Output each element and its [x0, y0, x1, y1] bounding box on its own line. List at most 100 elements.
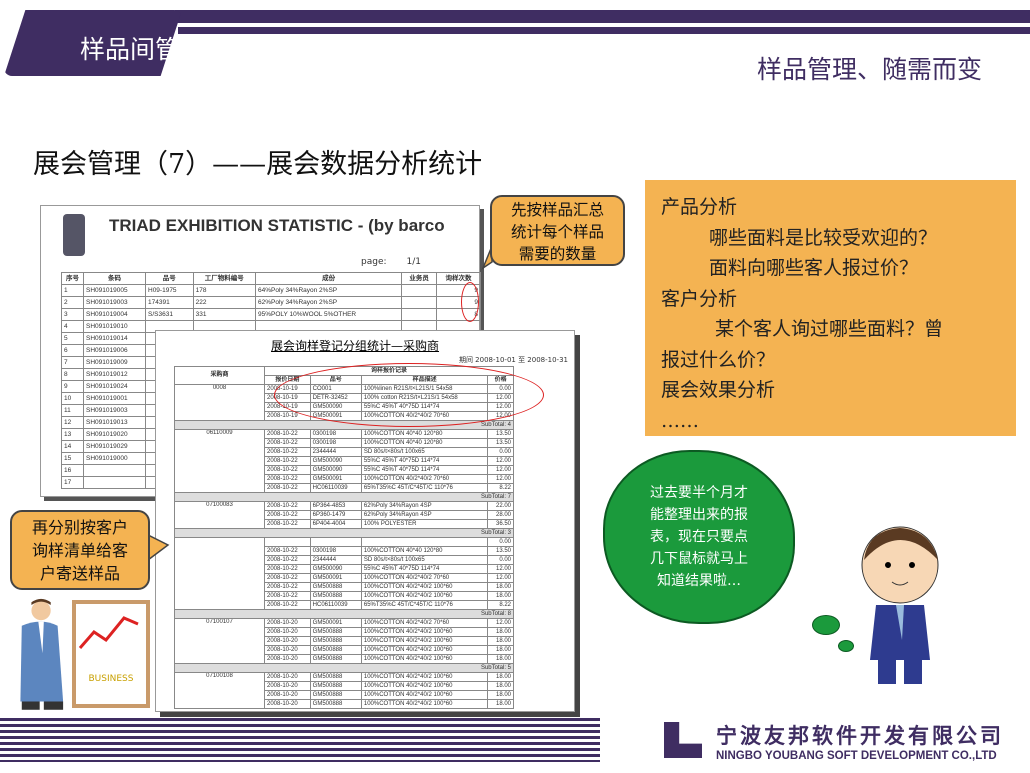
highlight-oval: [274, 363, 544, 427]
table-cell: 100%COTTON 40/2*40/2 70*60: [360, 474, 489, 484]
board-label: BUSINESS: [88, 674, 134, 684]
thought-bubble: [812, 615, 840, 635]
table-cell: 8.22: [487, 483, 514, 493]
table-cell: 62%Poly 34%Rayon 4SP: [360, 510, 489, 520]
table-cell: 100%COTTON 40/2*40/2 100*60: [360, 627, 489, 637]
table-cell: GM500888: [309, 627, 362, 637]
table-cell: [401, 308, 437, 321]
table-cell: 18.00: [487, 636, 514, 646]
analysis-item: 某个客人询过哪些面料？曾: [715, 318, 944, 340]
table-cell: 18.00: [487, 681, 514, 691]
thought-bubble: [838, 640, 854, 652]
table-cell: [83, 464, 146, 477]
chart-up-icon: [78, 616, 139, 649]
page-indicator: page: 1/1: [361, 257, 421, 267]
table-cell: SH091019010: [83, 320, 146, 333]
column-header: 工厂物料编号: [192, 272, 256, 285]
table-cell: [83, 476, 146, 489]
table-cell: GM500888: [309, 636, 362, 646]
column-header: 序号: [61, 272, 84, 285]
column-header: 采购商: [174, 366, 265, 385]
cloud-line: 能整理出来的报: [650, 507, 748, 523]
subtotal-row: SubTotal: 3: [174, 528, 514, 538]
table-cell: 100%COTTON 40/2*40/2 100*60: [360, 681, 489, 691]
header-line: [178, 27, 1030, 34]
table-cell: 12.00: [487, 474, 514, 484]
table-cell: SH091019003: [83, 404, 146, 417]
table-cell: SH091019029: [83, 440, 146, 453]
table-cell: SH091019000: [83, 452, 146, 465]
table-cell: GM500090: [309, 465, 362, 475]
businessman-icon: [20, 598, 64, 710]
table-cell: 64%Poly 34%Rayon 2%SP: [254, 284, 403, 297]
table-cell: 9: [61, 380, 84, 393]
analysis-ellipsis: ……: [661, 409, 699, 432]
cloud-line: 几下鼠标就马上: [650, 551, 748, 567]
table-cell: 2008-10-22: [264, 447, 311, 457]
table-cell: 12.00: [487, 618, 514, 628]
table-cell: 100%COTTON 40/2*40/2 70*60: [360, 618, 489, 628]
table-cell: 6P364-4853: [309, 501, 362, 511]
table-cell: 2008-10-22: [264, 555, 311, 565]
table-cell: 100%COTTON 40/2*40/2 100*60: [360, 591, 489, 601]
table-cell: 331: [192, 308, 256, 321]
table-cell: 18.00: [487, 582, 514, 592]
table-cell: 100%COTTON 40/2*40/2 100*60: [360, 699, 489, 709]
table-cell: 18.00: [487, 672, 514, 682]
subtotal-cell: SubTotal: 3: [174, 528, 514, 538]
table-cell: 100%COTTON 40*40 120*80: [360, 546, 489, 556]
table-cell: 18.00: [487, 645, 514, 655]
document-title: TRIAD EXHIBITION STATISTIC - (by barco: [109, 216, 445, 235]
table-cell: 100% POLYESTER: [360, 519, 489, 529]
header-tab: [4, 10, 182, 76]
table-cell: 0300198: [309, 438, 362, 448]
table-cell: SH091019004: [83, 308, 146, 321]
table-cell: 2008-10-20: [264, 654, 311, 664]
table-cell: HC06110039: [309, 483, 362, 493]
callout-line: 需要的数量: [518, 245, 597, 263]
table-cell: 2008-10-22: [264, 546, 311, 556]
table-cell: SH091019009: [83, 356, 146, 369]
table-cell: SH091019003: [83, 296, 146, 309]
table-cell: 2008-10-22: [264, 582, 311, 592]
buyer-cell: 07100083: [174, 501, 265, 529]
table-cell: SH091019024: [83, 380, 146, 393]
table-cell: GM500888: [309, 672, 362, 682]
table-cell: 100%COTTON 40*40 120*80: [360, 429, 489, 439]
company-name-cn: 宁波友邦软件开发有限公司: [716, 723, 1004, 748]
table-cell: GM500888: [309, 681, 362, 691]
callout-line: 询样清单给客: [31, 541, 128, 560]
table-cell: 2: [61, 296, 84, 309]
analysis-item: 报过什么价？: [661, 348, 776, 371]
table-cell: 12.00: [487, 456, 514, 466]
table-cell: 8: [61, 368, 84, 381]
table-cell: 12.00: [487, 564, 514, 574]
table-cell: [401, 284, 437, 297]
table-cell: 2008-10-20: [264, 672, 311, 682]
table-cell: 62%Poly 34%Rayon 4SP: [360, 501, 489, 511]
table-cell: 11: [61, 404, 84, 417]
table-cell: 2008-10-20: [264, 627, 311, 637]
column-header: 询样次数: [436, 272, 481, 285]
table-cell: 2008-10-20: [264, 618, 311, 628]
table-cell: GM500888: [309, 690, 362, 700]
table-cell: 17: [61, 476, 84, 489]
table-cell: 55%C 45%T 40*75D 114*74: [360, 465, 489, 475]
table-cell: GM500091: [309, 474, 362, 484]
table-cell: 18.00: [487, 699, 514, 709]
table-cell: 2008-10-22: [264, 564, 311, 574]
table-cell: 28.00: [487, 510, 514, 520]
table-cell: 13.50: [487, 429, 514, 439]
period: 期间 2008-10-01 至 2008-10-31: [458, 356, 568, 364]
header-band: [175, 10, 1030, 23]
table-cell: 2008-10-22: [264, 510, 311, 520]
table-cell: GM500090: [309, 564, 362, 574]
table-cell: 12.00: [487, 465, 514, 475]
table-cell: 2008-10-22: [264, 429, 311, 439]
column-header: 条码: [83, 272, 146, 285]
table-cell: 2344444: [309, 447, 362, 457]
analysis-heading: 产品分析: [661, 196, 738, 218]
business-board: BUSINESS: [72, 600, 150, 708]
